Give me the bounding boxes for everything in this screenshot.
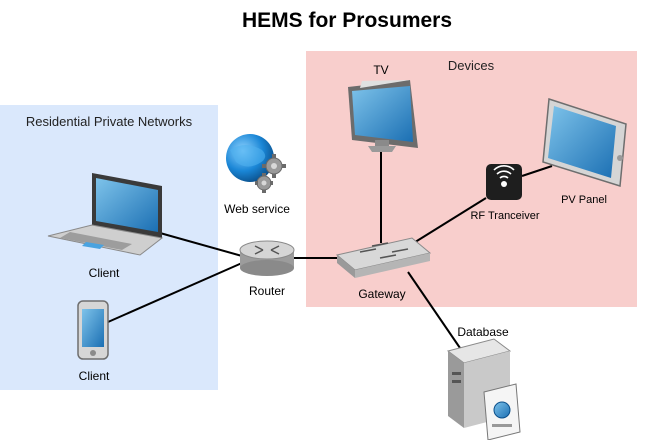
smartphone-icon[interactable] [77,300,109,360]
link-rf-pv [521,165,553,177]
pv-panel-label: PV Panel [561,194,607,206]
rf-transceiver-icon[interactable] [486,164,522,200]
router-label: Router [249,284,285,298]
tv-label: TV [373,63,388,77]
database-server-icon[interactable] [446,338,521,440]
laptop-client-label: Client [89,266,120,280]
monitor-icon[interactable] [348,80,418,152]
link-gateway-rf [411,197,487,245]
rf-transceiver-label: RF Tranceiver [470,210,539,222]
database-label: Database [457,325,509,339]
region-residential-label: Residential Private Networks [26,114,193,129]
diagram-title: HEMS for Prosumers [242,9,452,32]
link-laptop-router [159,232,243,257]
tablet-icon[interactable] [542,97,627,187]
link-phone-router [107,262,243,323]
region-devices-label: Devices [448,58,495,73]
gateway-label: Gateway [358,287,405,301]
router-icon[interactable] [239,240,295,276]
globe-gears-icon[interactable] [226,134,286,193]
phone-client-label: Client [79,369,110,383]
links [107,147,553,349]
link-gateway-database [407,271,461,349]
switch-icon[interactable] [335,237,432,278]
web-service-label: Web service [224,202,290,216]
laptop-icon[interactable] [47,173,164,256]
